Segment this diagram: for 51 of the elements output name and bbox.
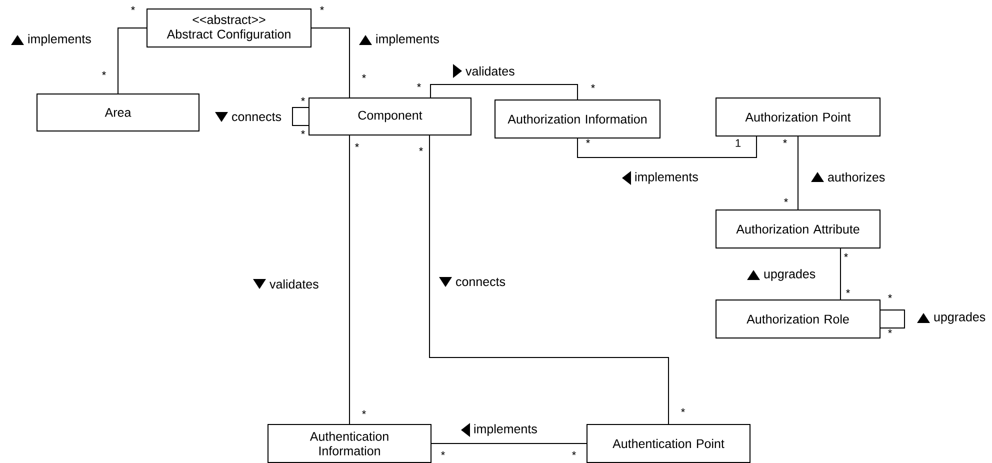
multiplicity: * [355, 143, 359, 148]
edge-label: authorizes [811, 171, 886, 183]
multiplicity: * [784, 198, 788, 202]
association-line [840, 248, 842, 300]
association-line [577, 136, 757, 158]
multiplicity: * [586, 139, 590, 144]
class-box: Authorization Information [494, 100, 660, 138]
class-box: Authentication Information [268, 424, 432, 463]
edge-label: upgrades [917, 311, 987, 325]
class-box: Authorization Attribute [716, 210, 881, 248]
edge-label: validates [453, 64, 516, 78]
class-box: Authorization Role [716, 300, 881, 338]
multiplicity: * [362, 74, 366, 78]
multiplicity: * [417, 83, 421, 88]
multiplicity: * [131, 6, 135, 10]
multiplicity: * [888, 329, 892, 334]
edge-label: implements [622, 171, 700, 185]
edge-label: validates [253, 278, 320, 290]
class-box: Authorization Point [716, 98, 881, 136]
edge-label: implements [461, 423, 538, 437]
association-line [118, 28, 147, 94]
edge-label: connects [439, 276, 507, 288]
edge-label: connects [215, 112, 283, 122]
edge-label: implements [11, 33, 92, 47]
association-line [429, 135, 669, 424]
multiplicity: * [102, 71, 106, 76]
multiplicity: * [846, 289, 850, 294]
multiplicity: * [844, 253, 848, 258]
class-box: Authentication Point [586, 424, 750, 463]
edge-label: upgrades [747, 268, 817, 282]
association-line [880, 310, 906, 328]
multiplicity: * [362, 410, 366, 414]
association-line [292, 107, 309, 126]
multiplicity: * [320, 6, 324, 10]
multiplicity: 1 [736, 139, 741, 147]
multiplicity: * [301, 130, 305, 134]
class-box: Component [308, 98, 472, 136]
association-line [311, 28, 350, 98]
multiplicity: * [888, 294, 892, 298]
multiplicity: * [681, 408, 685, 412]
edge-label: implements [359, 33, 440, 47]
class-box: Area [36, 94, 200, 132]
association-line [349, 135, 350, 424]
class-box: <<abstract>> Abstract Configuration [146, 8, 312, 48]
multiplicity: * [441, 451, 445, 456]
multiplicity: * [572, 451, 576, 456]
multiplicity: * [419, 147, 423, 152]
multiplicity: * [591, 84, 595, 88]
association-line [430, 84, 578, 100]
association-line [431, 443, 587, 444]
multiplicity: * [301, 97, 305, 102]
